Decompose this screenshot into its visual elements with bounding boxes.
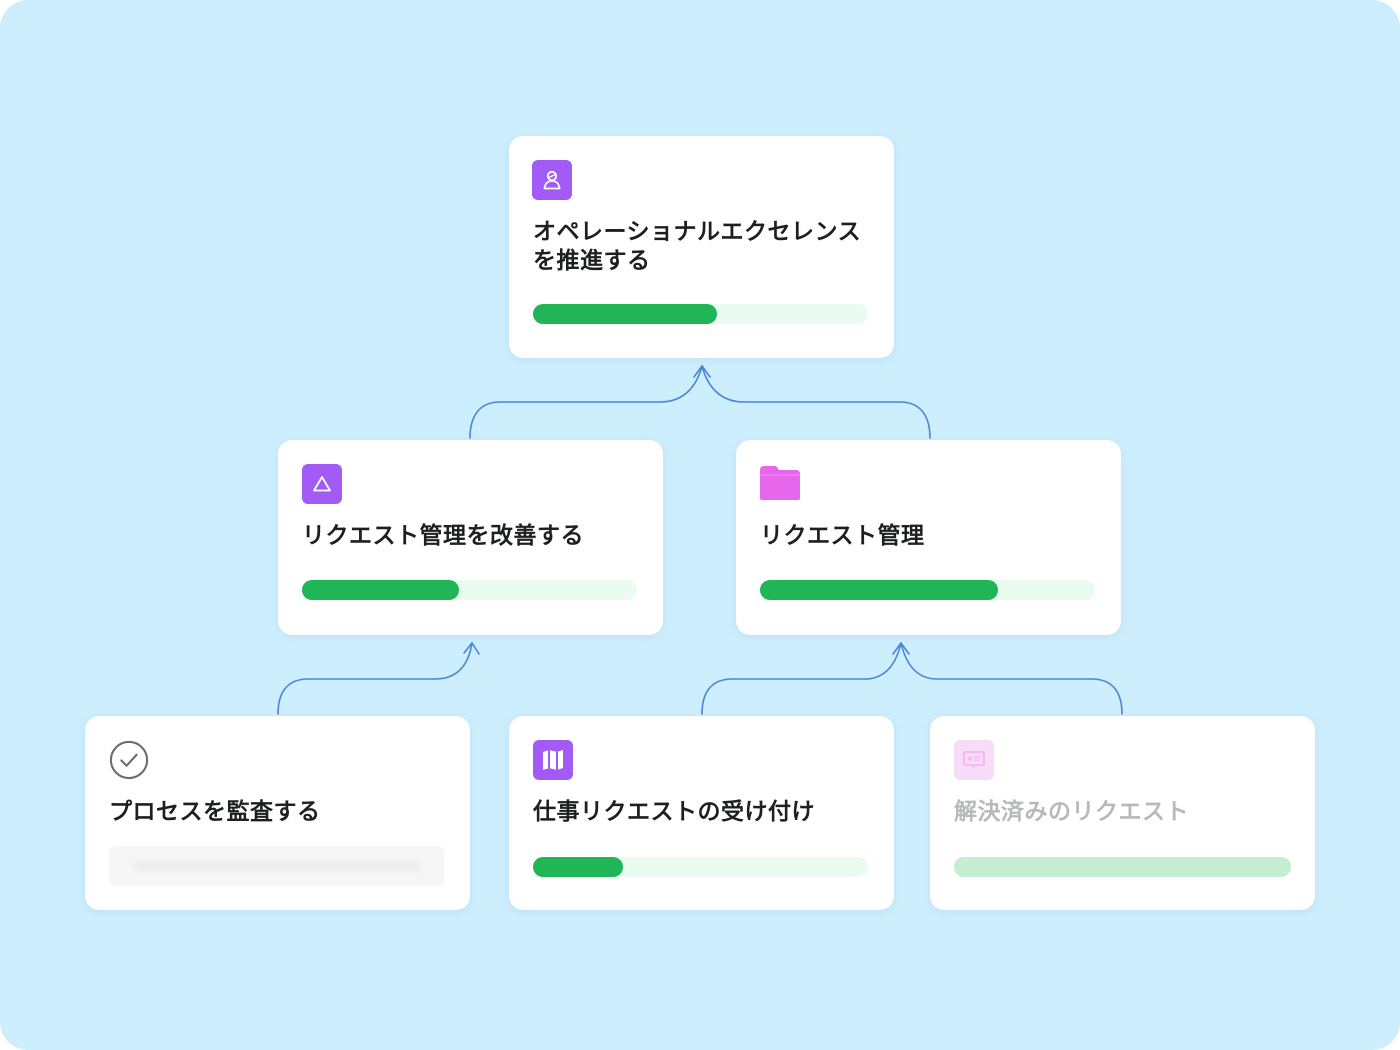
intake-progress-bar: [533, 857, 868, 877]
map-icon: [533, 740, 573, 780]
improve-progress-fill: [302, 580, 460, 600]
request-mgmt-arrowhead: [892, 642, 910, 655]
request-mgmt-progress-fill: [760, 580, 998, 600]
improve-title: リクエスト管理を改善する: [302, 523, 584, 549]
goal-arrowhead: [693, 365, 711, 378]
audit-progress-shimmer: [133, 861, 420, 871]
goal-progress-bar: [533, 304, 868, 324]
improve-card[interactable]: リクエスト管理を改善する: [278, 440, 663, 635]
intake-title: 仕事リクエストの受け付け: [533, 799, 815, 825]
audit-card[interactable]: プロセスを監査する: [85, 716, 470, 910]
resolved-progress-fill: [954, 857, 1291, 877]
improve-arrowhead: [463, 642, 480, 655]
audit-title: プロセスを監査する: [109, 799, 321, 825]
goal-title-line1: オペレーショナルエクセレンス: [533, 219, 862, 245]
folder-icon: [760, 464, 800, 504]
goal-progress-fill: [533, 304, 718, 324]
intake-progress-fill: [533, 857, 624, 877]
connector-audit-to-improve: [277, 642, 473, 715]
check-circle-icon: [109, 740, 149, 780]
intake-card[interactable]: 仕事リクエストの受け付け: [509, 716, 894, 910]
connector-intake-to-request-mgmt: [701, 642, 902, 715]
connector-request-mgmt-to-goal: [701, 365, 931, 439]
goal-card[interactable]: オペレーショナルエクセレンス を推進する: [509, 136, 894, 358]
goal-title: オペレーショナルエクセレンス を推進する: [533, 218, 870, 276]
presentation-icon: [954, 740, 994, 780]
user-icon: [532, 160, 572, 200]
resolved-title: 解決済みのリクエスト: [954, 799, 1189, 825]
goal-title-line2: を推進する: [533, 248, 651, 274]
triangle-icon: [302, 464, 342, 504]
request-mgmt-card[interactable]: リクエスト管理: [736, 440, 1121, 635]
resolved-card[interactable]: 解決済みのリクエスト: [930, 716, 1315, 910]
request-mgmt-title: リクエスト管理: [760, 523, 925, 549]
request-mgmt-progress-bar: [760, 580, 1095, 600]
resolved-progress-bar: [954, 857, 1291, 877]
connector-resolved-to-request-mgmt: [900, 642, 1123, 715]
improve-progress-bar: [302, 580, 637, 600]
connector-improve-to-goal: [469, 365, 703, 439]
audit-progress-placeholder: [109, 846, 444, 886]
